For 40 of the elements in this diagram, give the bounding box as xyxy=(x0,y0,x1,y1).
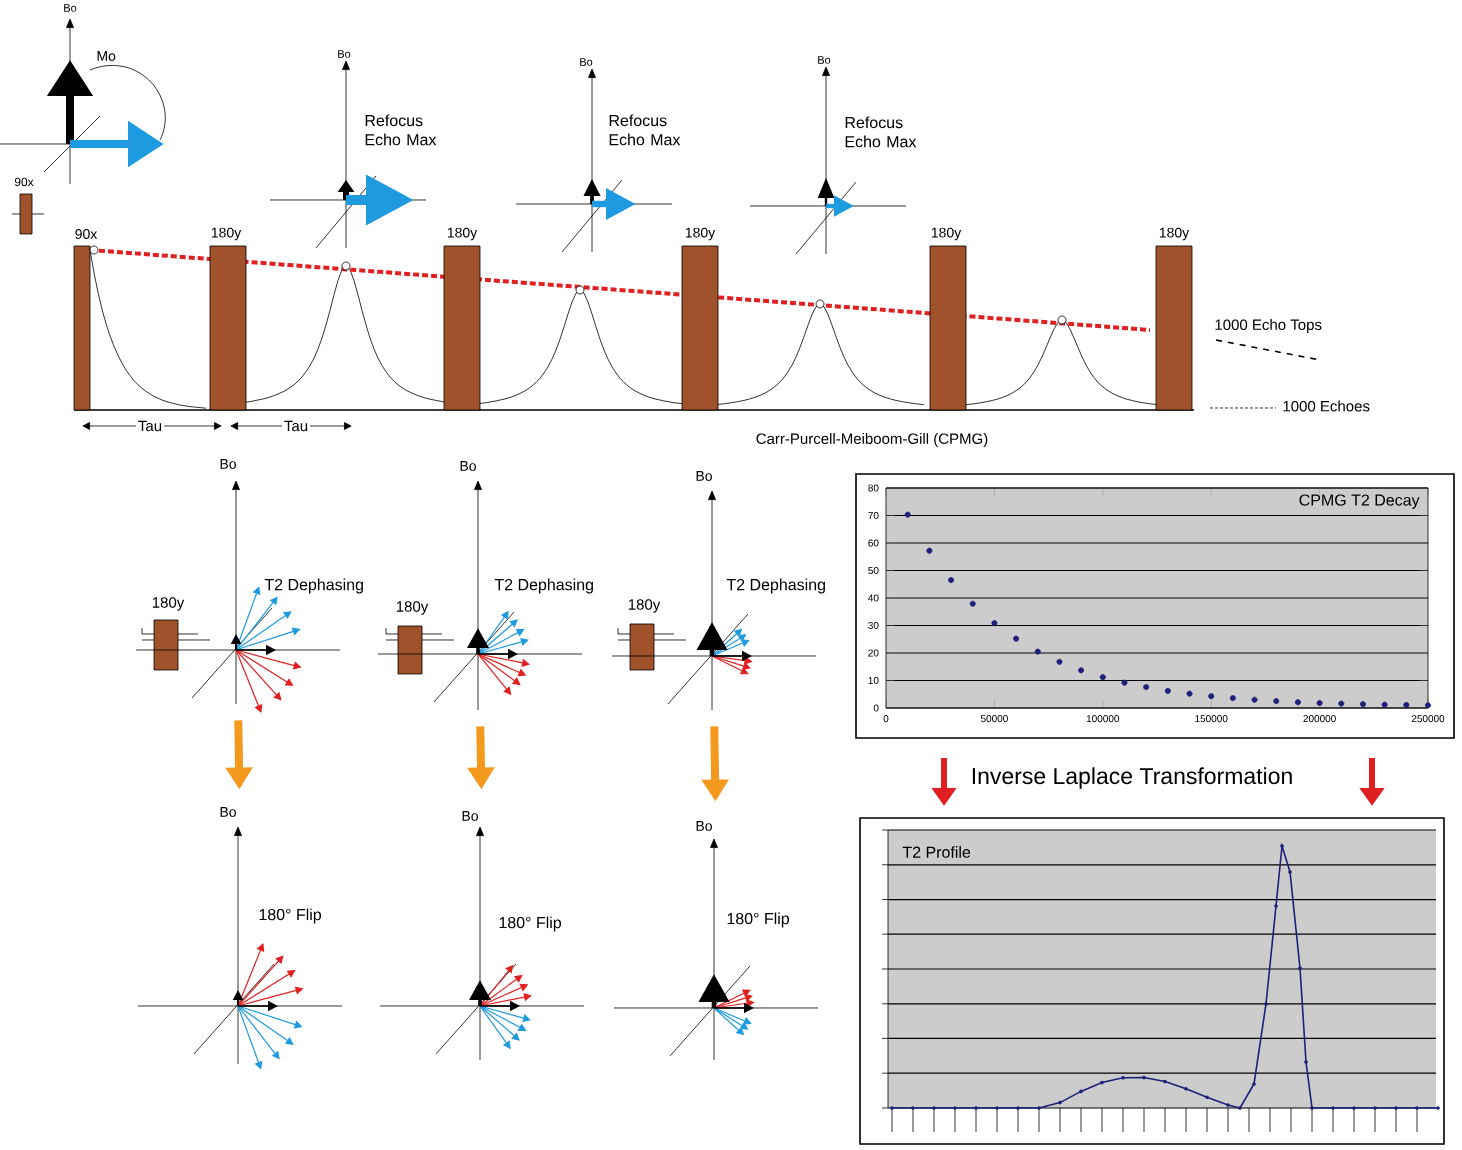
annotation: Refocus Echo Max xyxy=(845,116,917,148)
point xyxy=(1099,674,1106,681)
vector-diagram xyxy=(613,838,819,1061)
annotation: Refocus Echo Max xyxy=(365,114,437,146)
point xyxy=(1186,690,1193,697)
point xyxy=(926,547,933,554)
point xyxy=(969,600,976,607)
point xyxy=(1381,701,1388,708)
chart-title: T2 Profile xyxy=(902,846,971,858)
point xyxy=(1294,699,1301,706)
point xyxy=(904,511,911,518)
point xyxy=(1251,696,1258,703)
point xyxy=(1316,700,1323,707)
heading: Inverse Laplace Transformation xyxy=(972,767,1292,789)
point xyxy=(1056,658,1063,665)
annotation: T2 Dephasing xyxy=(264,578,363,594)
point xyxy=(1425,702,1431,709)
point xyxy=(1273,698,1280,705)
point xyxy=(1078,667,1085,674)
chart-title: CPMG T2 Decay xyxy=(1299,494,1420,509)
annotation: Refocus Echo Max xyxy=(609,114,681,146)
point xyxy=(991,620,998,627)
point xyxy=(1121,679,1128,686)
point xyxy=(1338,700,1345,707)
annotation: T2 Dephasing xyxy=(726,578,825,594)
point xyxy=(1208,693,1215,700)
point xyxy=(1359,701,1366,708)
point xyxy=(1403,701,1410,708)
point xyxy=(1143,684,1150,691)
annotation: 180° Flip xyxy=(499,916,562,932)
annotation: T2 Dephasing xyxy=(494,578,593,594)
point xyxy=(1034,648,1041,655)
point xyxy=(1013,635,1020,642)
vector-diagram xyxy=(379,826,585,1061)
point xyxy=(1164,687,1171,694)
point xyxy=(948,577,955,584)
annotation: 180° Flip xyxy=(259,908,322,924)
point xyxy=(1229,695,1236,702)
annotation: 180° Flip xyxy=(727,912,790,928)
vector-diagram xyxy=(137,826,343,1070)
